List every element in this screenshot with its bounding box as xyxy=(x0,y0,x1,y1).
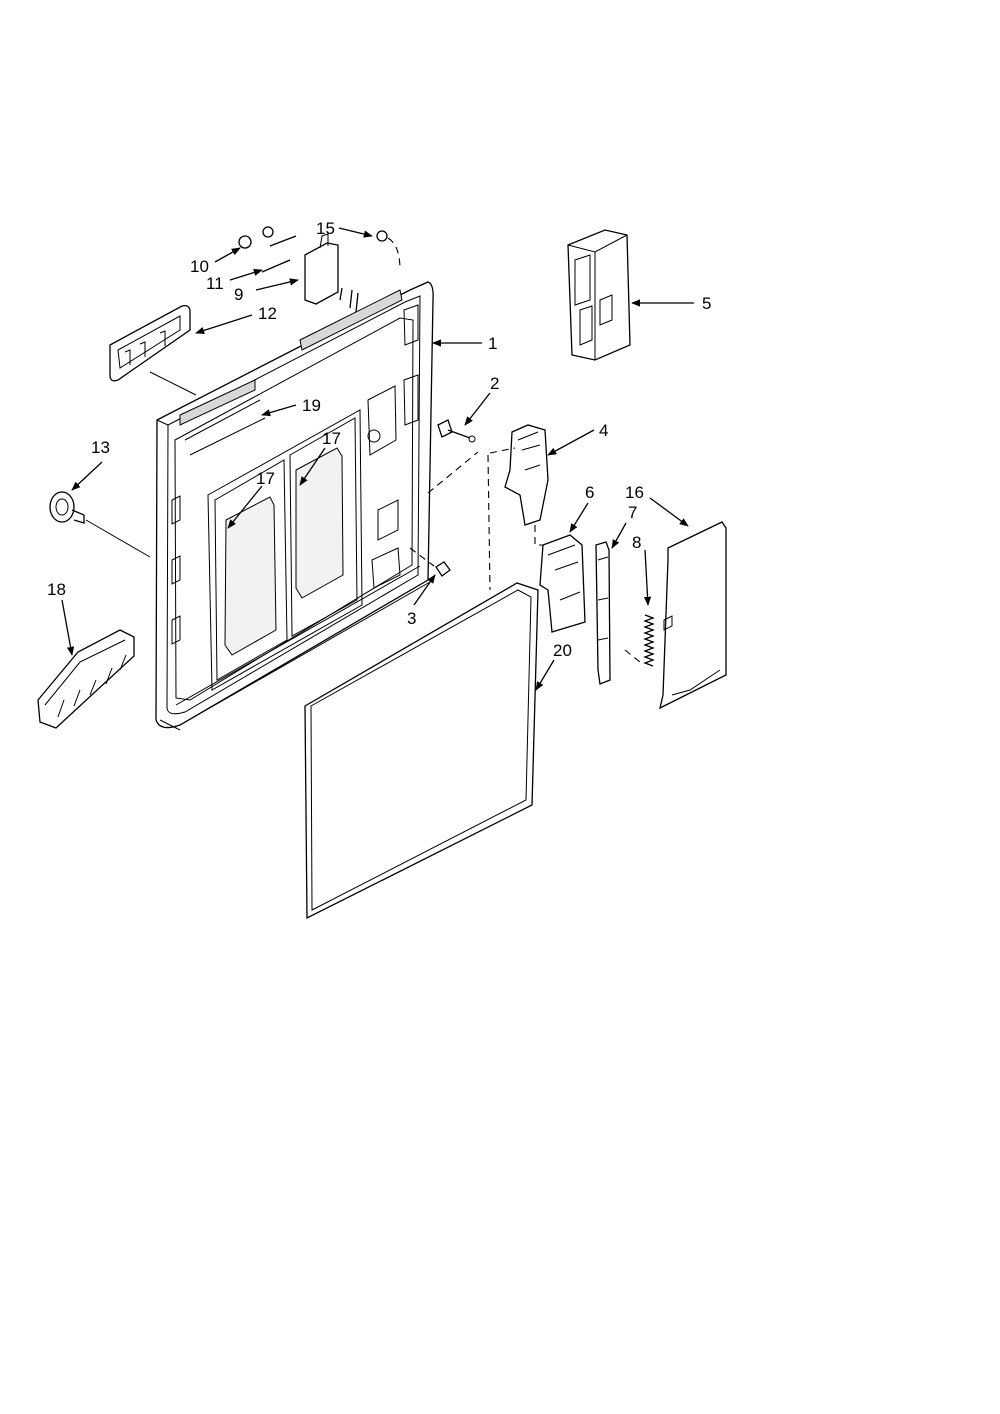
label-10: 10 xyxy=(190,257,209,276)
label-15: 15 xyxy=(316,219,335,238)
screw-10 xyxy=(238,226,274,249)
label-1: 1 xyxy=(488,334,497,353)
label-2: 2 xyxy=(490,374,499,393)
leader-lines xyxy=(61,227,694,691)
part-labels: 1 2 3 4 5 6 7 8 9 10 11 12 13 15 16 17 1… xyxy=(47,219,711,660)
hinge-nut xyxy=(409,547,451,577)
cover-plate xyxy=(304,233,339,305)
label-16: 16 xyxy=(625,483,644,502)
label-4: 4 xyxy=(599,421,608,440)
label-17b: 17 xyxy=(322,429,341,448)
label-13: 13 xyxy=(91,438,110,457)
label-20: 20 xyxy=(553,641,572,660)
hinge-link xyxy=(595,541,611,685)
rod-11 xyxy=(261,235,297,273)
label-17a: 17 xyxy=(256,469,275,488)
outer-door-panel xyxy=(304,582,539,920)
handle-bracket xyxy=(109,304,191,382)
vent-grille xyxy=(37,629,135,729)
spring xyxy=(624,614,655,667)
hinge-arm xyxy=(487,424,549,591)
label-12: 12 xyxy=(258,304,277,323)
label-9: 9 xyxy=(234,285,243,304)
label-11: 11 xyxy=(206,274,224,293)
screw-15 xyxy=(339,230,401,313)
side-trim-panel xyxy=(659,521,727,710)
hinge-bracket xyxy=(539,534,586,633)
hinge-bolt xyxy=(427,419,479,494)
door-knob xyxy=(49,491,151,558)
label-7: 7 xyxy=(628,503,637,522)
label-18: 18 xyxy=(47,580,66,599)
latch-assembly xyxy=(567,229,631,361)
label-6: 6 xyxy=(585,483,594,502)
label-3: 3 xyxy=(407,609,416,628)
label-5: 5 xyxy=(702,294,711,313)
label-19: 19 xyxy=(302,396,321,415)
inner-door-panel xyxy=(155,281,434,731)
label-8: 8 xyxy=(632,533,641,552)
